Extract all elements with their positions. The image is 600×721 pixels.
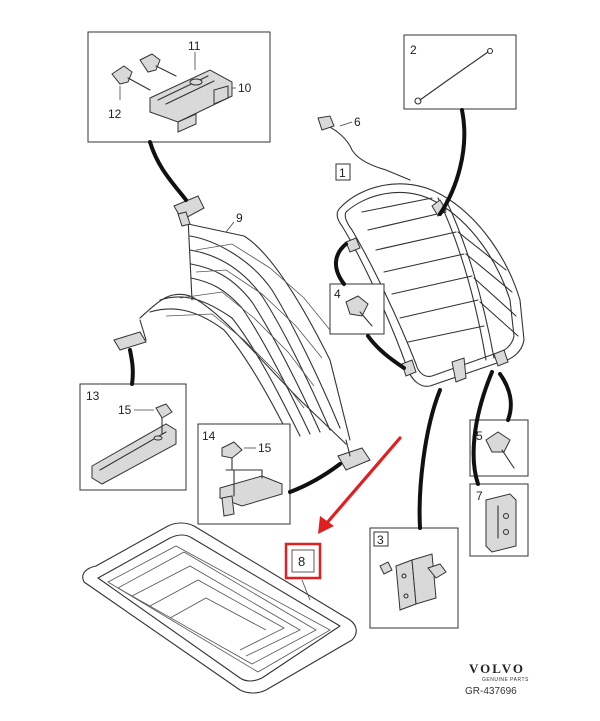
callout-1: 1 xyxy=(339,166,346,180)
leader-bracket xyxy=(288,462,342,494)
callout-11: 11 xyxy=(188,39,201,53)
inset-hinge-bracket: 11 10 12 xyxy=(87,31,271,143)
callout-7: 7 xyxy=(476,489,483,503)
partition-net: 9 xyxy=(113,195,371,471)
highlight-callout-8: 8 xyxy=(284,436,402,580)
callout-5: 5 xyxy=(476,429,483,443)
callout-4: 4 xyxy=(334,287,341,301)
leader-knob5 xyxy=(498,372,513,422)
callout-3: 3 xyxy=(377,533,384,547)
brand-name: VOLVO xyxy=(469,661,525,676)
inset-knob-5: 5 xyxy=(469,419,529,477)
leader-strut xyxy=(438,108,467,216)
brand-block: VOLVO GENUINE PARTS GR-437696 xyxy=(465,661,529,697)
inset-rail-13: 13 15 xyxy=(79,383,187,491)
inset-gas-strut: 2 xyxy=(403,34,517,110)
callout-8: 8 xyxy=(298,554,305,569)
leader-rail xyxy=(128,348,135,386)
cargo-tray xyxy=(82,522,357,694)
callout-15b: 15 xyxy=(258,441,272,455)
brand-tagline: GENUINE PARTS xyxy=(482,677,529,683)
callout-9: 9 xyxy=(236,211,243,225)
diagram-reference: GR-437696 xyxy=(465,686,517,697)
callout-10: 10 xyxy=(238,81,252,95)
callout-15a: 15 xyxy=(118,403,132,417)
callout-13: 13 xyxy=(86,389,100,403)
leader-knob-up xyxy=(334,242,348,286)
callout-2: 2 xyxy=(410,43,417,57)
inset-knob-4: 4 xyxy=(329,283,385,335)
inset-latch-7: 7 xyxy=(469,483,529,557)
cable: 6 xyxy=(317,115,411,181)
leader-knob-down xyxy=(366,334,406,370)
callout-6: 6 xyxy=(354,115,361,129)
inset-bracket-14: 14 15 xyxy=(197,423,291,525)
cargo-rack: 1 xyxy=(335,163,525,387)
leader-lock xyxy=(417,388,442,530)
leader-latch xyxy=(471,370,494,486)
callout-12: 12 xyxy=(108,107,122,121)
callout-14: 14 xyxy=(202,429,216,443)
leader-hinge xyxy=(148,140,188,202)
inset-lock-3: 3 xyxy=(369,527,459,629)
